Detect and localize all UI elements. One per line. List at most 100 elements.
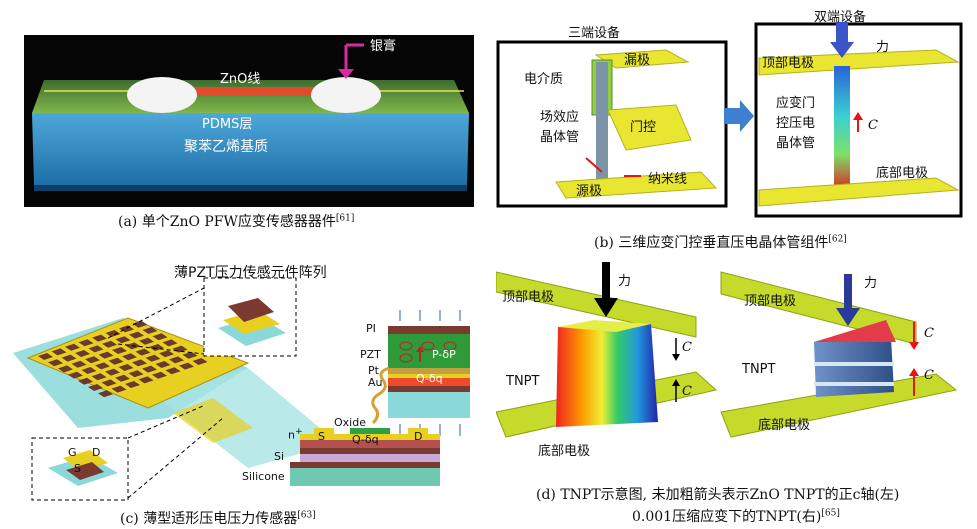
s-label-zoom: S <box>74 462 81 475</box>
transition-arrow <box>724 100 754 132</box>
gate-bar <box>607 104 692 151</box>
array-cell <box>81 367 97 374</box>
three-terminal-label: 三端设备 <box>568 26 621 41</box>
fet-label-2: 晶体管 <box>540 130 580 145</box>
array-cell <box>85 356 100 364</box>
bottom-electrode-label-dl: 底部电极 <box>538 444 591 459</box>
panel-c-image <box>13 277 470 501</box>
array-cell <box>122 353 137 361</box>
strain-gate-label-1: 应变门 <box>776 96 816 111</box>
zno-wire-label: ZnO线 <box>220 72 261 87</box>
array-cell <box>58 365 73 373</box>
caption-d-line2: 0.001压缩应变下的TNPT(右)[65] <box>632 508 840 525</box>
array-cell <box>152 371 167 379</box>
c-label-dr1: C <box>924 326 934 341</box>
array-cell <box>142 327 158 334</box>
force-label-b: 力 <box>876 40 890 55</box>
dielectric-label: 电介质 <box>524 72 564 87</box>
transistor-stack <box>290 428 440 486</box>
caption-a: (a) 单个ZnO PFW应变传感器器件[61] <box>118 213 355 230</box>
array-cell <box>115 374 130 382</box>
array-cell <box>192 358 208 365</box>
array-cell <box>152 333 168 341</box>
bottom-electrode-bar <box>758 177 960 207</box>
silicone-label: Silicone <box>242 470 285 483</box>
caption-b: (b) 三维应变门控垂直压电晶体管组件[62] <box>594 234 847 251</box>
array-cell <box>61 354 77 362</box>
array-cell <box>142 365 157 373</box>
array-cell <box>71 360 87 368</box>
array-cell <box>95 362 110 370</box>
array-cell <box>145 354 161 362</box>
array-cell <box>51 348 67 356</box>
strain-gate-label-2: 控压电 <box>776 116 816 131</box>
bottom-electrode-label-b: 底部电极 <box>876 166 929 181</box>
caption-d-line1: (d) TNPT示意图, 未加粗箭头表示ZnO TNPT的正c轴(左) <box>536 487 900 503</box>
array-cell <box>128 370 144 378</box>
array-cell <box>165 367 181 375</box>
array-cell <box>98 390 113 398</box>
wire-connection <box>371 366 390 425</box>
panel-a: 银膏 ZnO线 PDMS层 聚苯乙烯基质 <box>24 35 474 207</box>
array-cell <box>138 376 154 384</box>
pzt-array-title: 薄PZT压力传感元件阵列 <box>174 265 327 281</box>
fet-label-1: 场效应 <box>540 110 580 125</box>
nanowire-b <box>834 66 850 192</box>
tnpt-left <box>495 262 718 438</box>
panel-a-image <box>24 35 474 207</box>
au-label: Au <box>368 376 383 389</box>
c-label-dl1: C <box>682 340 692 355</box>
p-dp-label: P-δP <box>432 348 456 361</box>
tnpt-core-right <box>814 338 894 397</box>
array-cell <box>78 339 94 347</box>
array-cell <box>65 343 80 351</box>
array-cell <box>68 371 83 379</box>
force-arrow-left <box>594 298 618 317</box>
force-label-dr: 力 <box>864 276 878 291</box>
top-electrode-bar <box>758 49 960 76</box>
tnpt-label-dr: TNPT <box>742 362 776 377</box>
two-terminal-label: 双端设备 <box>814 10 867 25</box>
array-cell <box>78 377 93 385</box>
array-cell <box>132 359 147 367</box>
panel-b: 三端设备 双端设备 漏极 电介质 场效应 晶体管 门控 源极 纳米线 顶部电极 … <box>496 0 966 228</box>
force-arrow-b <box>830 42 854 58</box>
array-cell <box>182 351 198 359</box>
array-cell <box>88 384 103 391</box>
c-axis-label-b: C <box>868 118 878 133</box>
silver-arrow-head <box>338 69 354 79</box>
q-dq-label-2: Q-δq <box>352 433 379 446</box>
caption-c: (c) 薄型适形压电压力传感器[63] <box>120 510 316 527</box>
top-electrode-label-dl: 顶部电极 <box>502 290 555 305</box>
array-cell <box>162 339 178 347</box>
array-cell <box>159 350 174 358</box>
gate-label: 门控 <box>630 120 657 135</box>
array-cell <box>105 330 121 337</box>
si-label: Si <box>274 450 285 463</box>
d-label: D <box>414 430 423 443</box>
pzt-label: PZT <box>360 348 381 361</box>
pdms-label: PDMS层 <box>202 117 253 132</box>
array-cell <box>75 350 90 357</box>
panel-c: 薄PZT压力传感元件阵列 PI PZT Pt Au P-δP Q-δq Oxid… <box>8 258 488 508</box>
array-cell <box>132 320 148 328</box>
array-cell <box>155 361 171 368</box>
array-cell <box>139 337 154 345</box>
array-cell <box>105 368 120 376</box>
panel-b-image <box>496 22 963 218</box>
pt-label: Pt <box>368 364 379 377</box>
force-label-dl: 力 <box>618 274 632 289</box>
top-electrode-label-b: 顶部电极 <box>762 56 815 71</box>
c-arrow-b <box>853 112 863 120</box>
c-label-dl2: C <box>682 384 692 399</box>
array-cell <box>111 385 127 393</box>
array-cell <box>102 340 117 348</box>
panel-d: 顶部电极 力 TNPT C C 底部电极 顶部电极 力 TNPT C C 底部电… <box>495 262 971 482</box>
s-label: S <box>318 430 325 443</box>
n-plus-label: n+ <box>288 426 303 442</box>
silver-paste-left <box>127 77 197 113</box>
zno-wire <box>174 87 324 95</box>
array-cell <box>179 362 194 370</box>
array-cell <box>88 345 104 353</box>
array-cells <box>38 320 208 398</box>
